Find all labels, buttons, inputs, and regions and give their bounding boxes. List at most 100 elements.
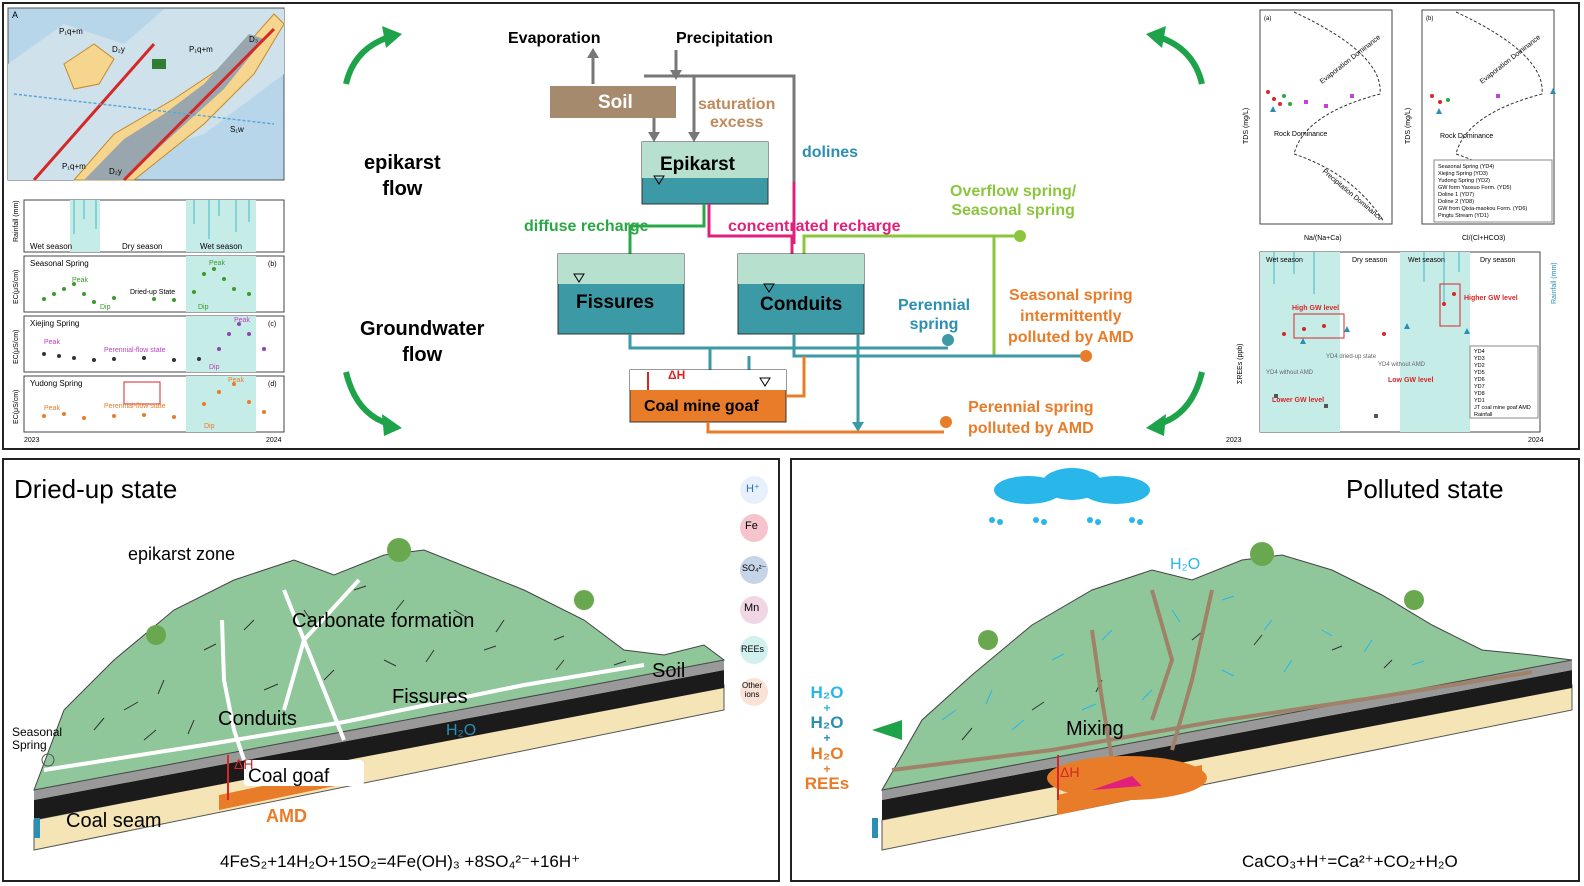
series-note: Dried-up State [130,289,175,296]
legend-item: YD2 [1474,363,1485,369]
rees-chart: Wet season Dry season Wet season Dry sea… [1226,251,1558,444]
rees-note: YD4 dried-up state [1326,354,1377,360]
conduits-box-label: Conduits [760,294,843,315]
carbonate-dissolution-equation: CaCO₃+H⁺=Ca²⁺+CO₂+H₂O [1242,852,1458,871]
panel-tag: (b) [268,261,277,268]
ec-label: EC(μS/cm) [13,330,20,364]
season-label: Wet season [1266,257,1303,264]
polluted-graphics [872,468,1573,851]
rees-ylabel: ΣREEs (ppb) [1237,343,1244,384]
stack-item: H₂O [810,743,844,763]
stack-item: + [823,731,831,746]
gibbs-diagrams: (a) (b) Evaporation Dominance Evaporatio… [1243,9,1556,242]
concentrated-recharge-label: concentrated recharge [728,218,901,235]
ion-label: REEs [741,644,765,654]
rees-note: High GW level [1292,305,1339,312]
series-note: Peak [44,339,60,346]
ion-label: Mn [744,602,760,614]
stack-item: H₂O [810,713,844,733]
series-note: Peak [228,377,244,384]
svg-text:A: A [12,10,18,20]
ion-label: SO₄²⁻ [742,563,767,573]
series-title: Yudong Spring [30,379,83,388]
groundwater-flow-label: Groundwater flow [360,318,485,366]
series-note: Peak [209,260,225,267]
coal-seam-label: Coal seam [66,810,162,832]
series-note: Peak [234,317,250,324]
season-label: Dry season [1352,257,1388,264]
gibbs-ylabel: TDS (mg/L) [1243,108,1250,144]
season-label: Dry season [1480,257,1516,264]
dried-up-panel: Dried-up state epikarst zone Carbonate f… [2,458,780,882]
map-label: P₁q+m [62,162,86,171]
season-label: Wet season [30,242,72,251]
panel-tag: (b) [1426,16,1433,22]
ec-label: EC(μS/cm) [13,390,20,424]
legend-item: YD1 [1474,398,1485,404]
series-note: Dip [100,304,111,311]
map-label: P₁q+m [59,27,83,36]
soil-label: Soil [652,660,686,682]
year-label: 2023 [1226,437,1242,444]
epikarst-box-label: Epikarst [660,154,735,175]
precipitation-label: Precipitation [676,30,773,47]
dried-up-title: Dried-up state [14,474,178,504]
soil-label: Soil [598,92,633,113]
dolines-label: dolines [802,144,859,161]
legend-item: GW from Qixia-maokou Form. (YD6) [1438,206,1527,212]
evaporation-label: Evaporation [508,30,601,47]
legend-item: Yudong Spring (YD2) [1438,178,1490,184]
polluted-panel: Polluted state H₂O Mixing ΔH H₂O + H₂O +… [790,458,1580,882]
gibbs-zone-label: Rock Dominance [1440,133,1493,140]
legend-item: Xiejing Spring (YD3) [1438,171,1488,177]
stack-item: H₂O [810,683,844,702]
seasonal-polluted-label: Seasonal spring intermittently polluted … [1008,287,1134,346]
fissures-box-label: Fissures [576,292,655,313]
legend-item: YD8 [1474,391,1485,397]
delta-h-label: ΔH [234,756,254,772]
h2o-label: H₂O [446,722,477,739]
panel-tag: (d) [268,381,277,388]
dried-up-graphics [33,476,768,851]
map-label: S₁w [230,125,244,134]
stack-item: REEs [804,774,850,794]
series-note: Perennial-flow state [104,347,166,354]
panel-tag: (c) [268,321,276,328]
delta-h-label: ΔH [1060,764,1080,780]
conduits-label: Conduits [218,708,297,730]
coal-goaf-label: Coal goaf [248,766,330,787]
legend-item: Doline 1 (YD7) [1438,192,1474,198]
legend-item: Seasonal Spring (YD4) [1438,164,1494,170]
diffuse-recharge-label: diffuse recharge [524,218,649,235]
season-label: Wet season [1408,257,1445,264]
mixture-stack: H₂O + H₂O + H₂O + REEs [802,684,852,793]
ion-label: H⁺ [746,483,760,495]
mixing-label: Mixing [1066,718,1124,740]
perennial-polluted-label: Perennial spring polluted by AMD [968,399,1094,437]
rainfall-axis-label: Rainfall (mm) [13,200,20,242]
year-label: 2023 [24,437,40,444]
series-note: Dip [198,304,209,311]
legend-item: Doline 2 (YD8) [1438,199,1474,205]
epikarst-flow-label: epikarst flow [364,152,441,200]
cloud-icon [994,468,1150,504]
top-panel: A P₁q+m P₁q+m D₂y D₃ S₁w P₁q+m D₂y Rainf… [2,2,1580,450]
series-title: Xiejing Spring [30,319,79,328]
rees-y2label: Rainfall (mm) [1551,262,1558,304]
series-note: Peak [44,405,60,412]
rees-note: Lower GW level [1272,397,1324,404]
polluted-title: Polluted state [1346,474,1504,504]
h2o-label: H₂O [1170,556,1201,573]
legend-item: Rainfall [1474,412,1492,418]
amd-label: AMD [266,806,307,826]
legend-item: YD7 [1474,384,1485,390]
legend-item: YD3 [1474,356,1485,362]
perennial-spring-label: Perennial spring [898,297,971,334]
ion-label: Fe [745,520,758,532]
series-note: Perennial-flow state [104,403,166,410]
season-label: Wet season [200,242,242,251]
saturation-excess-label: saturation excess [698,96,776,131]
map-label: D₃ [249,35,258,44]
delta-h-label: ΔH [668,368,686,382]
map-label: D₂y [112,45,125,54]
